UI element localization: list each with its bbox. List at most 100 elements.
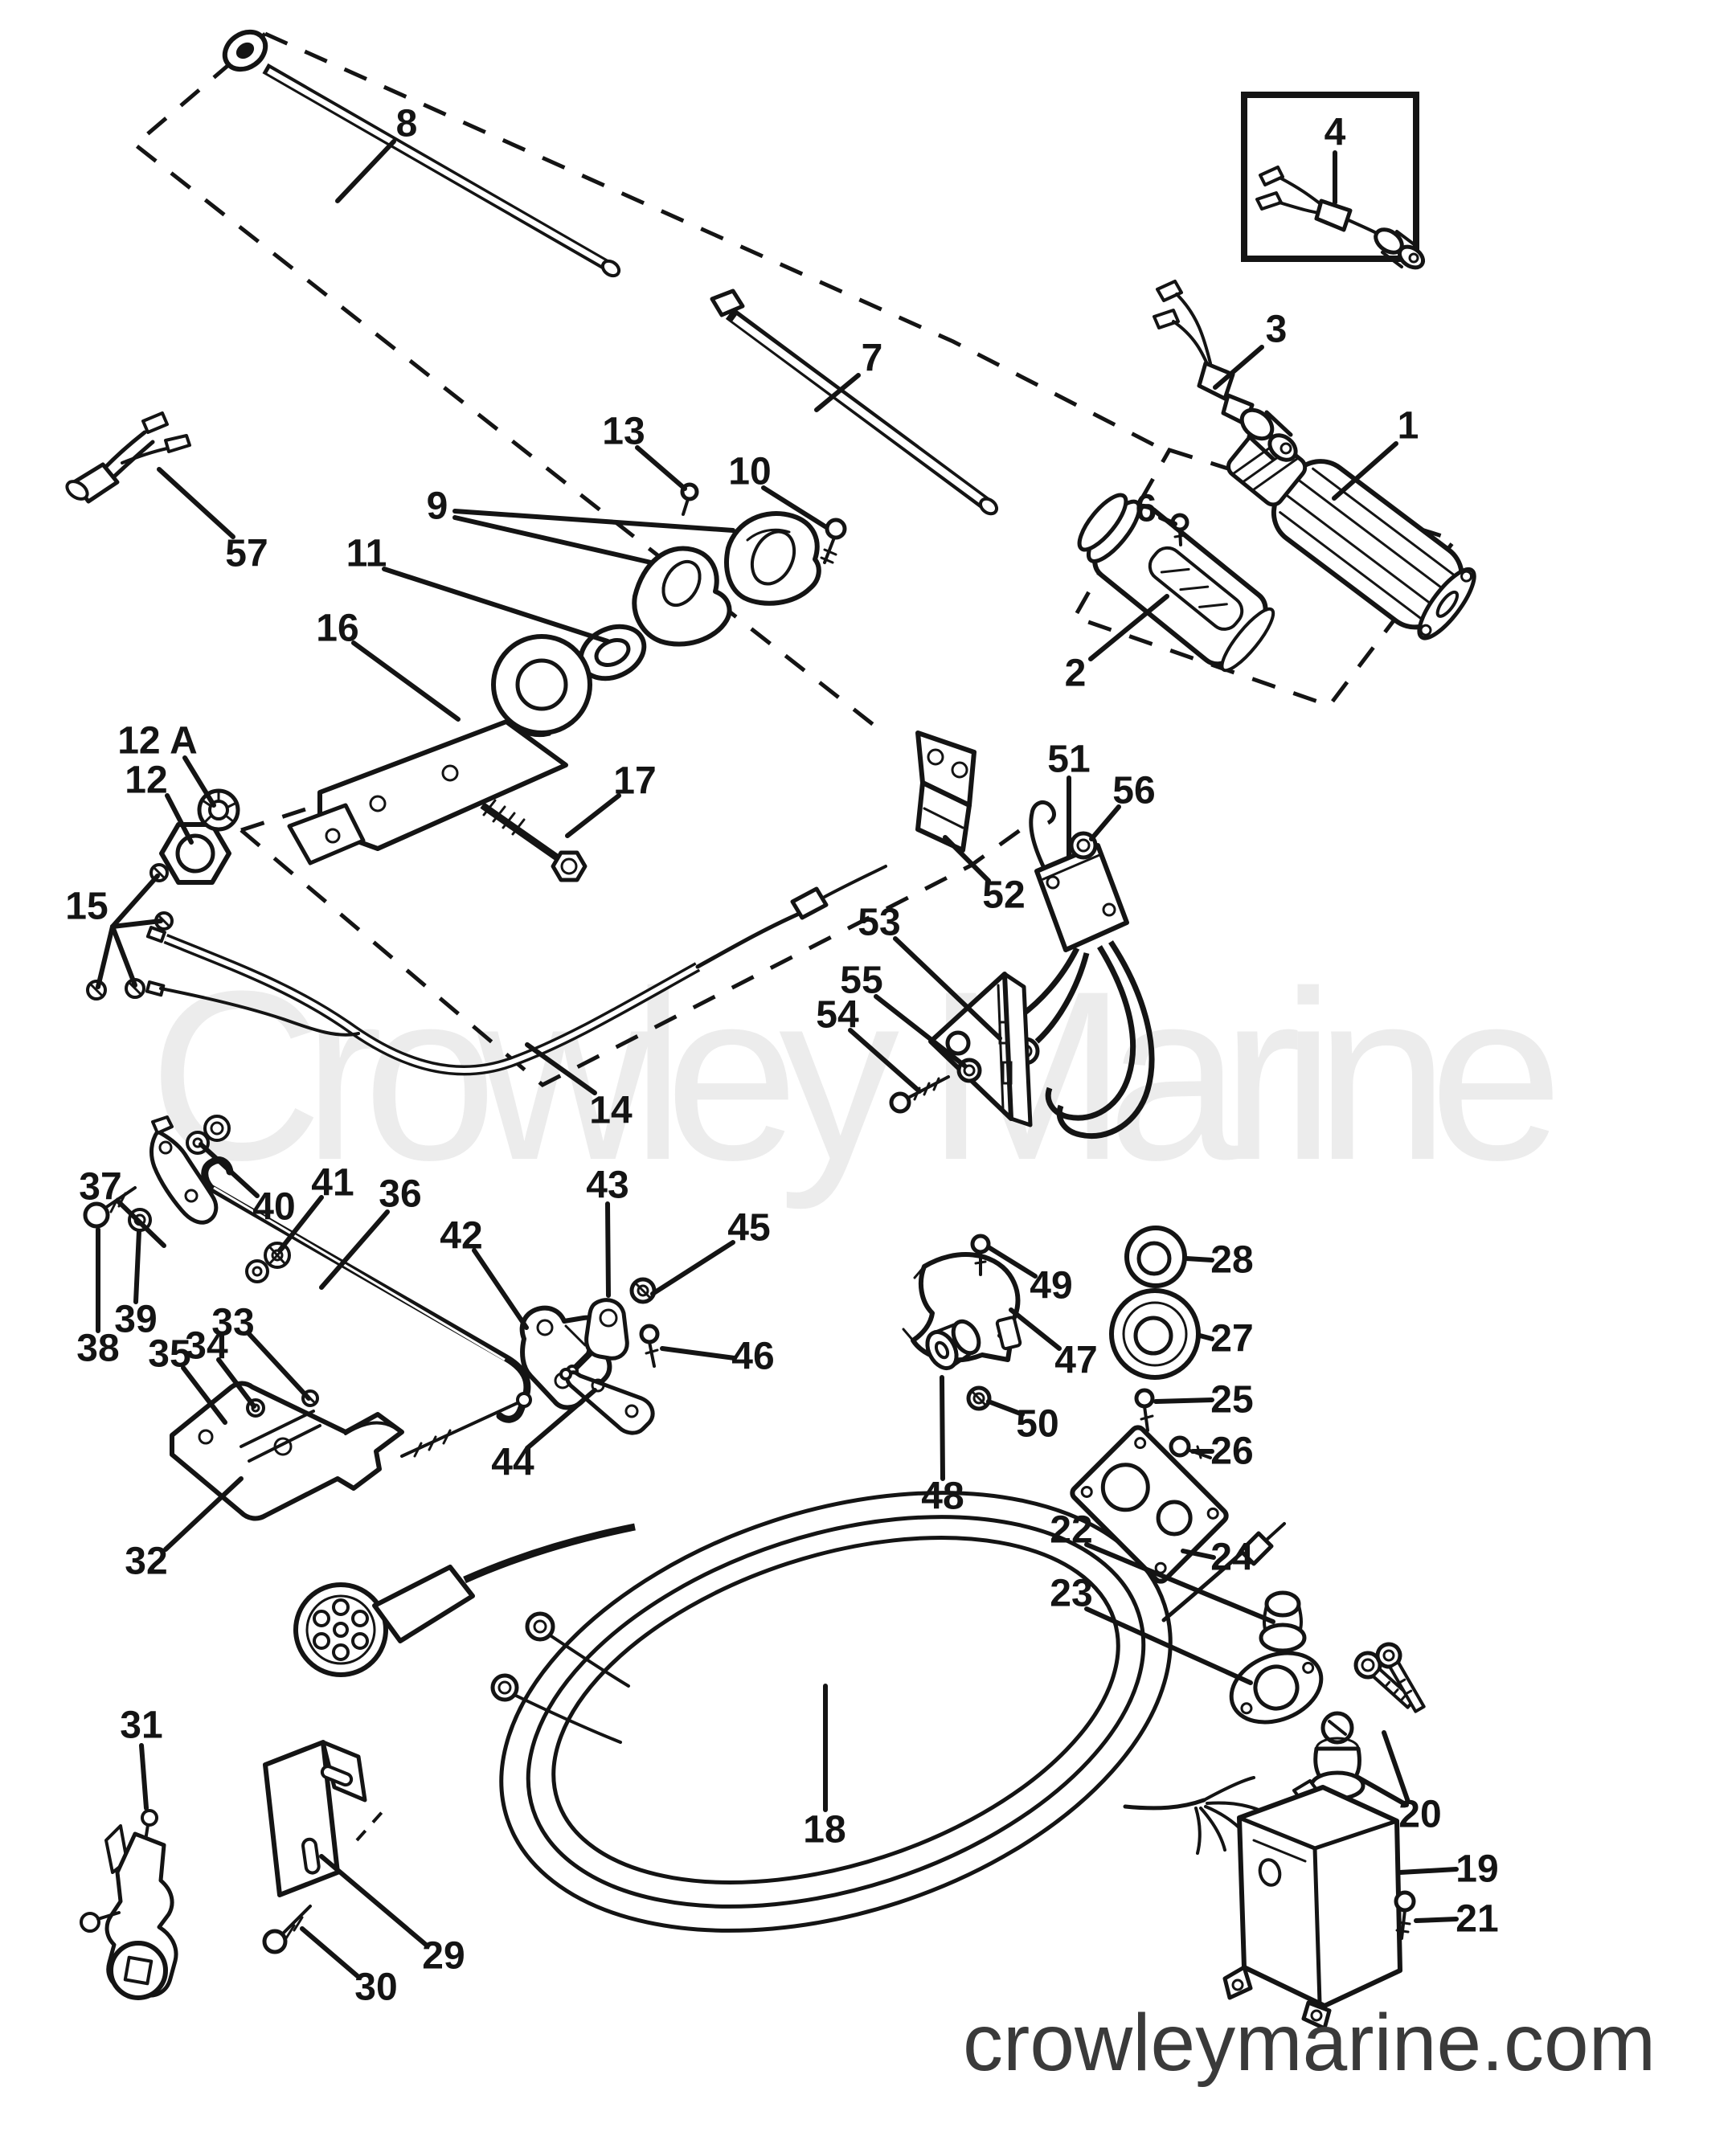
part-8-steering-rod xyxy=(222,29,621,278)
leader-line-19 xyxy=(1398,1867,1459,1875)
part-label-24: 24 xyxy=(1210,1537,1254,1579)
part-label-42: 42 xyxy=(440,1215,482,1258)
leader-line-8 xyxy=(335,139,396,203)
leader-line-11 xyxy=(382,567,610,644)
part-57-lead xyxy=(65,411,191,504)
part-label-52: 52 xyxy=(982,874,1025,917)
leader-line-54 xyxy=(848,1028,922,1094)
part-label-19: 19 xyxy=(1456,1848,1498,1891)
part-label-55: 55 xyxy=(840,960,882,1002)
part-7-handle-tube xyxy=(710,288,999,516)
part-label-51: 51 xyxy=(1047,739,1090,781)
part-2-throttle-handle xyxy=(1077,427,1308,673)
leader-line-39 xyxy=(133,1229,141,1304)
part-9-housing-halves xyxy=(632,511,821,647)
leader-line-45 xyxy=(650,1240,735,1296)
part-37-lever xyxy=(149,1115,219,1225)
footer-site-text: crowleymarine.com xyxy=(963,1998,1654,2088)
part-label-3: 3 xyxy=(1266,309,1288,351)
part-label-11: 11 xyxy=(346,533,387,575)
leader-line-49 xyxy=(986,1245,1038,1279)
part-label-54: 54 xyxy=(816,994,859,1037)
part-label-2: 2 xyxy=(1065,653,1087,695)
part-label-25: 25 xyxy=(1210,1379,1253,1422)
part-label-27: 27 xyxy=(1210,1318,1253,1361)
part-12-nut xyxy=(159,822,231,885)
part-label-53: 53 xyxy=(858,902,900,944)
leader-line-12A xyxy=(182,755,216,808)
leader-line-14 xyxy=(525,1042,597,1095)
leader-line-25 xyxy=(1153,1397,1214,1404)
part-label-20: 20 xyxy=(1398,1794,1441,1836)
part-3-stop-switch-lead xyxy=(1153,280,1298,462)
part-label-1: 1 xyxy=(1398,405,1419,448)
part-label-29: 29 xyxy=(422,1935,465,1978)
leader-line-56 xyxy=(1089,804,1121,841)
part-label-32: 32 xyxy=(125,1541,167,1583)
part-20-keys-switch xyxy=(1292,1642,1426,1805)
leader-line-10 xyxy=(761,485,829,530)
part-12a-lock-washer xyxy=(197,788,240,832)
leader-line-28 xyxy=(1184,1256,1214,1262)
part-40-washer-nut xyxy=(186,1115,231,1155)
part-label-33: 33 xyxy=(211,1302,254,1344)
part-label-48: 48 xyxy=(921,1475,964,1518)
leader-line-6 xyxy=(1158,515,1177,526)
part-26-screw xyxy=(1169,1435,1212,1459)
leader-line-27 xyxy=(1198,1333,1214,1341)
part-label-44: 44 xyxy=(491,1442,534,1484)
part-46-screw xyxy=(639,1324,660,1368)
leader-line-20 xyxy=(1382,1730,1410,1804)
part-label-50: 50 xyxy=(1016,1403,1058,1446)
leader-line-31 xyxy=(139,1743,149,1811)
leader-line-34 xyxy=(216,1357,256,1409)
part-23-plate xyxy=(1229,1651,1324,1725)
leader-line-53 xyxy=(893,936,1002,1041)
leader-line-23 xyxy=(1084,1606,1253,1685)
part-label-46: 46 xyxy=(731,1336,774,1378)
leader-line-17 xyxy=(565,793,621,838)
leader-line-46 xyxy=(660,1346,737,1361)
part-38-bolt xyxy=(83,1186,137,1229)
leader-line-15 xyxy=(96,924,115,989)
leader-line-24 xyxy=(1181,1549,1216,1560)
part-49-screw xyxy=(970,1234,991,1276)
part-label-57: 57 xyxy=(225,533,268,575)
part-label-6: 6 xyxy=(1136,488,1157,530)
leader-line-9 xyxy=(452,515,653,565)
part-label-15: 15 xyxy=(65,886,108,928)
part-label-49: 49 xyxy=(1030,1265,1072,1307)
leader-line-40 xyxy=(199,1142,260,1198)
leader-line-50 xyxy=(986,1399,1025,1417)
leader-line-9 xyxy=(452,509,735,533)
leader-line-30 xyxy=(300,1926,361,1979)
leader-line-48 xyxy=(940,1375,945,1481)
part-label-22: 22 xyxy=(1050,1509,1092,1552)
leader-line-15 xyxy=(110,919,163,929)
leader-line-1 xyxy=(1332,441,1398,501)
part-21-screw xyxy=(1394,1890,1416,1940)
leader-line-15 xyxy=(110,924,137,988)
part-label-40: 40 xyxy=(252,1186,295,1229)
part-label-17: 17 xyxy=(613,760,656,803)
part-label-26: 26 xyxy=(1210,1430,1253,1473)
part-label-45: 45 xyxy=(727,1207,770,1250)
part-label-12A: 12 A xyxy=(117,720,198,763)
part-14-cable xyxy=(145,865,887,1076)
part-24-plate xyxy=(1070,1425,1229,1584)
leader-line-12 xyxy=(165,793,194,845)
part-22-button xyxy=(1259,1590,1307,1653)
leader-line-32 xyxy=(163,1476,244,1552)
part-label-56: 56 xyxy=(1112,770,1155,812)
part-label-9: 9 xyxy=(427,485,448,528)
part-17-bolt xyxy=(480,799,588,882)
part-label-21: 21 xyxy=(1456,1898,1498,1941)
leader-line-37 xyxy=(115,1198,166,1248)
part-48-bushing xyxy=(925,1319,981,1370)
part-43-link xyxy=(566,1298,629,1377)
leader-line-44 xyxy=(525,1388,597,1451)
part-18-wiring-harness xyxy=(293,1491,1286,1933)
leader-line-29 xyxy=(319,1854,428,1947)
part-27-grommet xyxy=(1109,1288,1201,1380)
